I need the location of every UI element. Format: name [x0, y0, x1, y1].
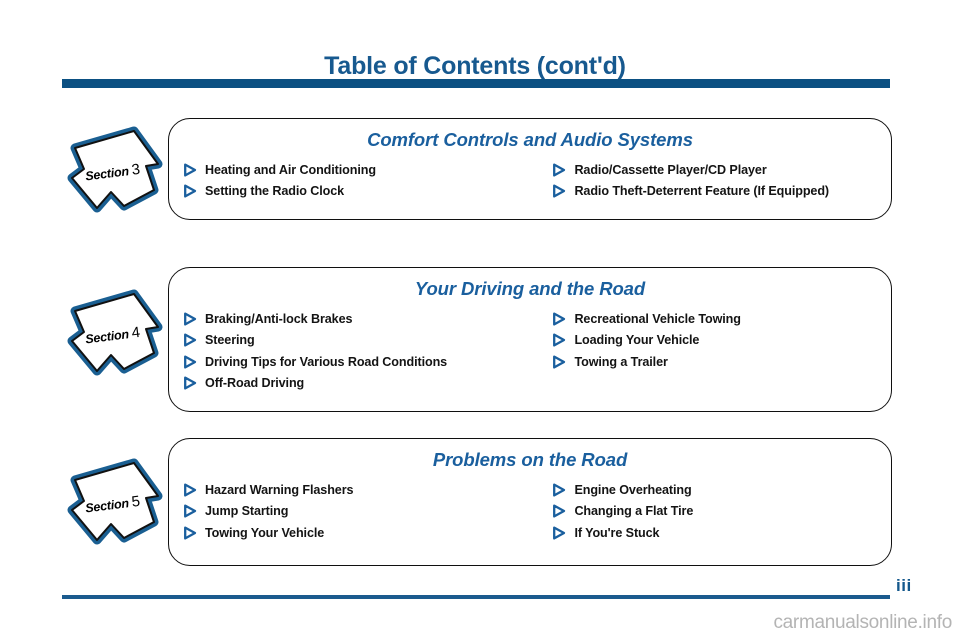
- toc-entry-label: Setting the Radio Clock: [205, 184, 345, 199]
- toc-entry[interactable]: Changing a Flat Tire: [552, 501, 891, 523]
- triangle-bullet-icon: [184, 333, 197, 347]
- toc-entry-label: Radio Theft-Deterrent Feature (If Equipp…: [574, 184, 830, 199]
- toc-entry-label: Driving Tips for Various Road Conditions: [205, 354, 448, 369]
- section-arrow-icon: [67, 126, 163, 213]
- toc-entry-label: Heating and Air Conditioning: [205, 162, 376, 177]
- triangle-bullet-icon: [184, 312, 197, 326]
- section-entries-left-4: Braking/Anti-lock Brakes Steering Drivin…: [169, 308, 544, 394]
- triangle-bullet-icon: [553, 504, 566, 518]
- triangle-bullet-icon: [184, 504, 197, 518]
- triangle-bullet-icon: [553, 312, 566, 326]
- section-heading-5: Problems on the Road: [432, 449, 628, 470]
- section-arrow-icon: [67, 458, 163, 545]
- toc-entry[interactable]: Radio Theft-Deterrent Feature (If Equipp…: [552, 181, 891, 203]
- section-entries-4: Braking/Anti-lock Brakes Steering Drivin…: [169, 308, 891, 394]
- section-badge-5: Section5: [62, 452, 166, 556]
- triangle-bullet-icon: [553, 483, 566, 497]
- toc-entry-label: If You're Stuck: [574, 525, 660, 540]
- section-badge-4: Section4: [62, 283, 166, 387]
- toc-entry-label: Off-Road Driving: [205, 376, 305, 391]
- section-arrow-icon: [67, 289, 163, 376]
- toc-entry[interactable]: Steering: [183, 330, 544, 352]
- section-block-4: Section4 Your Driving and the Road Braki…: [62, 259, 892, 414]
- page-title: Table of Contents (cont'd): [324, 52, 626, 80]
- toc-entry[interactable]: Driving Tips for Various Road Conditions: [183, 351, 544, 373]
- section-card-5: Problems on the Road Hazard Warning Flas…: [168, 438, 892, 566]
- toc-entry-label: Hazard Warning Flashers: [205, 482, 354, 497]
- toc-entry-label: Engine Overheating: [574, 482, 692, 497]
- watermark: carmanualsonline.info: [773, 612, 952, 633]
- toc-entry[interactable]: Recreational Vehicle Towing: [552, 308, 891, 330]
- toc-entry-label: Towing a Trailer: [574, 354, 668, 369]
- toc-entry[interactable]: Radio/Cassette Player/CD Player: [552, 159, 891, 181]
- toc-entry[interactable]: Towing a Trailer: [552, 351, 891, 373]
- toc-entry-label: Steering: [205, 333, 255, 348]
- section-block-5: Section5 Problems on the Road Hazard War…: [62, 430, 892, 568]
- toc-entry[interactable]: Loading Your Vehicle: [552, 330, 891, 352]
- footer-rule: [62, 595, 890, 599]
- section-entries-5: Hazard Warning Flashers Jump Starting To…: [169, 479, 891, 544]
- triangle-bullet-icon: [553, 333, 566, 347]
- triangle-bullet-icon: [553, 355, 566, 369]
- toc-entry-label: Braking/Anti-lock Brakes: [205, 311, 353, 326]
- section-card-4: Your Driving and the Road Braking/Anti-l…: [168, 267, 892, 412]
- section-heading-4: Your Driving and the Road: [414, 278, 646, 299]
- header-rule: [62, 79, 890, 88]
- toc-entry[interactable]: Off-Road Driving: [183, 373, 544, 395]
- toc-entry-label: Towing Your Vehicle: [205, 525, 325, 540]
- triangle-bullet-icon: [553, 526, 566, 540]
- triangle-bullet-icon: [184, 355, 197, 369]
- section-entries-3: Heating and Air Conditioning Setting the…: [169, 159, 891, 202]
- triangle-bullet-icon: [184, 376, 197, 390]
- toc-entry-label: Loading Your Vehicle: [574, 333, 700, 348]
- toc-entry[interactable]: Towing Your Vehicle: [183, 522, 544, 544]
- section-badge-3: Section3: [62, 120, 166, 224]
- section-block-3: Section3 Comfort Controls and Audio Syst…: [62, 110, 892, 220]
- toc-entry[interactable]: Setting the Radio Clock: [183, 181, 544, 203]
- triangle-bullet-icon: [184, 483, 197, 497]
- triangle-bullet-icon: [553, 184, 566, 198]
- triangle-bullet-icon: [184, 163, 197, 177]
- section-entries-right-5: Engine Overheating Changing a Flat Tire …: [544, 479, 891, 544]
- section-heading-3: Comfort Controls and Audio Systems: [367, 129, 693, 150]
- section-card-3: Comfort Controls and Audio Systems Heati…: [168, 118, 892, 220]
- page-number: iii: [896, 576, 912, 595]
- toc-entry[interactable]: Braking/Anti-lock Brakes: [183, 308, 544, 330]
- section-entries-right-3: Radio/Cassette Player/CD Player Radio Th…: [544, 159, 891, 202]
- toc-entry-label: Jump Starting: [205, 504, 289, 519]
- toc-entry-label: Radio/Cassette Player/CD Player: [574, 162, 767, 177]
- toc-entry[interactable]: Heating and Air Conditioning: [183, 159, 544, 181]
- section-entries-right-4: Recreational Vehicle Towing Loading Your…: [544, 308, 891, 394]
- triangle-bullet-icon: [184, 184, 197, 198]
- triangle-bullet-icon: [184, 526, 197, 540]
- toc-entry-label: Changing a Flat Tire: [574, 504, 694, 519]
- toc-entry[interactable]: Engine Overheating: [552, 479, 891, 501]
- section-entries-left-3: Heating and Air Conditioning Setting the…: [169, 159, 544, 202]
- toc-entry[interactable]: Jump Starting: [183, 501, 544, 523]
- section-entries-left-5: Hazard Warning Flashers Jump Starting To…: [169, 479, 544, 544]
- toc-entry[interactable]: If You're Stuck: [552, 522, 891, 544]
- toc-entry-label: Recreational Vehicle Towing: [574, 311, 741, 326]
- toc-entry[interactable]: Hazard Warning Flashers: [183, 479, 544, 501]
- triangle-bullet-icon: [553, 163, 566, 177]
